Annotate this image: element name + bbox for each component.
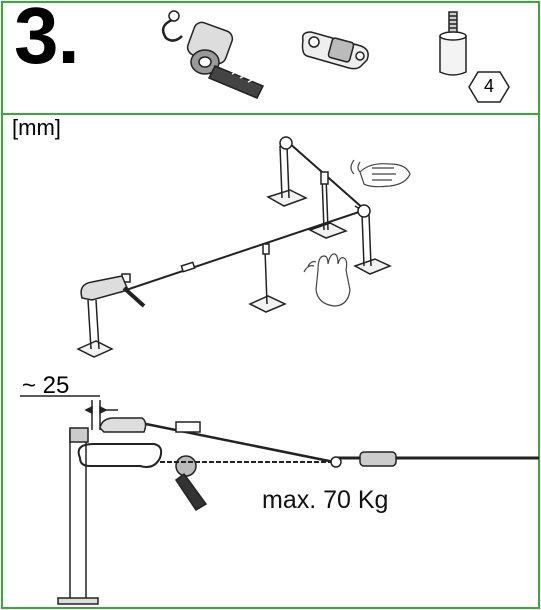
- step-number: 3.: [14, 0, 80, 80]
- clamp-icon: [301, 31, 369, 70]
- part-quantity: 4: [483, 76, 494, 96]
- offset-dimension-label: ~ 25: [22, 372, 70, 399]
- winch-icon: [161, 10, 265, 99]
- max-load-label: max. 70 Kg: [262, 486, 389, 514]
- layout-perspective-diagram: [76, 136, 392, 358]
- count-badge: [468, 71, 510, 103]
- hand-pull-icon: [350, 159, 411, 188]
- unit-label: [mm]: [12, 115, 61, 140]
- bolt-icon: [439, 11, 467, 76]
- side-view-diagram: [20, 395, 539, 605]
- hand-push-icon: [303, 253, 351, 307]
